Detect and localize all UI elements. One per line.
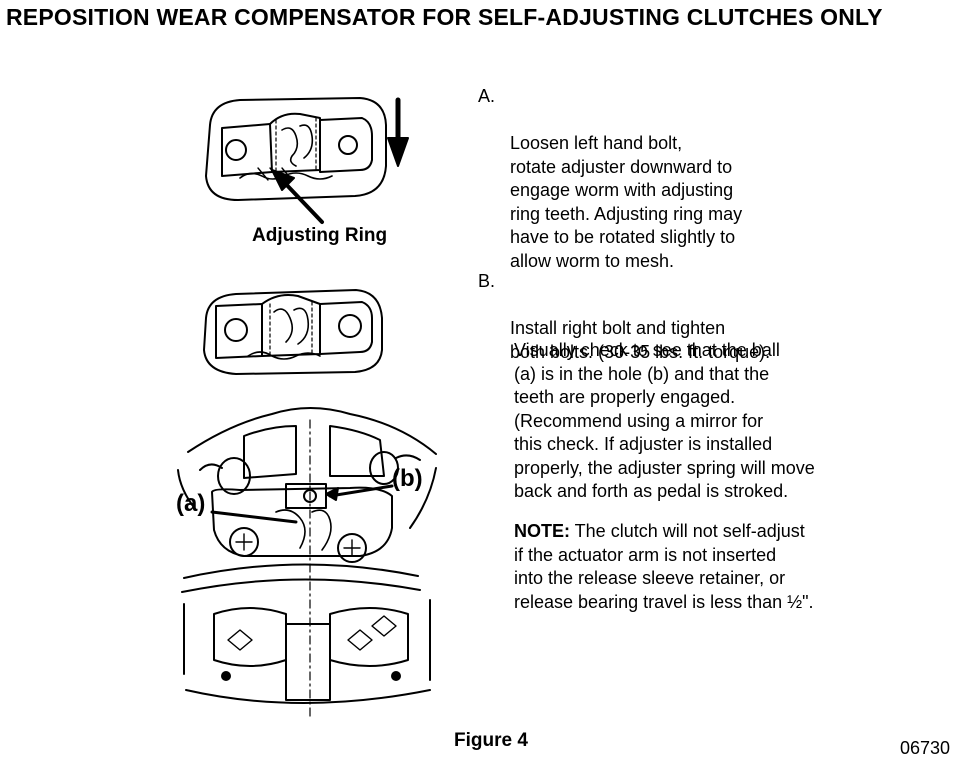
step-b: B. Install right bolt and tighten both b… xyxy=(478,270,948,388)
down-arrow-icon xyxy=(387,97,409,167)
step-a: A. Loosen left hand bolt, rotate adjuste… xyxy=(478,85,948,297)
step-letter: A. xyxy=(478,86,496,106)
clutch-assembly-diagram xyxy=(177,407,437,721)
document-code: 06730 xyxy=(900,738,951,758)
step-text: Install right bolt and tighten both bolt… xyxy=(510,318,771,362)
adjuster-diagram-middle xyxy=(203,289,383,375)
note-label: NOTE: xyxy=(514,521,570,541)
adjuster-diagram-top xyxy=(205,97,387,224)
hole-label: (b) xyxy=(392,465,423,492)
step-letter: B. xyxy=(478,271,496,291)
step-text: Loosen left hand bolt, rotate adjuster d… xyxy=(510,133,743,271)
visual-check-text: Visually check to see that the ball (a) … xyxy=(514,340,815,501)
figure-caption: Figure 4 xyxy=(454,730,528,751)
note-text: The clutch will not self-adjust if the a… xyxy=(514,521,814,612)
note: NOTE: The clutch will not self-adjust if… xyxy=(514,520,814,614)
ball-label: (a) xyxy=(176,490,206,517)
page-title: REPOSITION WEAR COMPENSATOR FOR SELF-ADJ… xyxy=(6,4,883,30)
pointer-arrow-icon xyxy=(271,169,324,224)
adjusting-ring-label: Adjusting Ring xyxy=(252,225,388,246)
